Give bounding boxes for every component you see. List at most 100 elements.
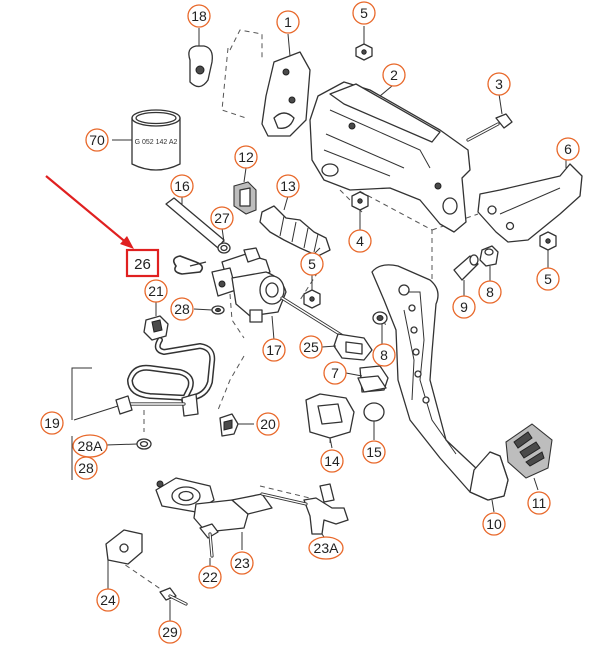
callout-circle <box>352 1 376 25</box>
callout-circle <box>382 63 406 87</box>
part-19-hydraulic-line <box>73 337 216 421</box>
callout-18: 18 <box>187 4 211 28</box>
callout-circle <box>158 620 182 644</box>
part-6-bracket <box>477 158 583 243</box>
callout-circle <box>230 551 254 575</box>
highlight-group: 26 <box>45 175 160 278</box>
callout-11: 11 <box>527 491 551 515</box>
callout-8: 8 <box>372 343 396 367</box>
part-22-bolt <box>199 523 219 566</box>
callout-22: 22 <box>198 565 222 589</box>
callout-text: 23 <box>234 555 250 571</box>
callout-20: 20 <box>256 412 280 436</box>
highlight-arrow <box>45 175 129 245</box>
callout-text: 25 <box>303 339 319 355</box>
callout-15: 15 <box>362 440 386 464</box>
part-4-nut <box>351 191 369 230</box>
callout-text: 29 <box>162 624 178 640</box>
callout-circle <box>256 412 280 436</box>
part-8-bushing-right <box>479 245 499 282</box>
callout-text: 22 <box>202 569 218 585</box>
callout-6: 6 <box>556 137 580 161</box>
callout-19: 19 <box>40 411 64 435</box>
callout-24: 24 <box>96 588 120 612</box>
part-28A-seal <box>105 438 152 450</box>
callout-10: 10 <box>482 512 506 536</box>
callout-text: 28A <box>78 438 104 454</box>
part-2-pedal-bracket <box>309 81 471 233</box>
callout-text: 12 <box>238 149 254 165</box>
callout-text: 28 <box>78 460 94 476</box>
callout-text: 70 <box>89 132 105 148</box>
callout-text: 28 <box>174 301 190 317</box>
callout-8: 8 <box>478 280 502 304</box>
callout-circle <box>536 267 560 291</box>
part-5-nut-mid <box>303 274 321 309</box>
callout-text: 7 <box>331 365 339 381</box>
callout-circle <box>276 174 300 198</box>
part-24-bracket-plate <box>105 529 143 590</box>
callout-text: 23A <box>314 540 340 556</box>
part-3-bolt <box>466 93 513 142</box>
callout-23A: 23A <box>308 536 344 560</box>
callout-circle <box>362 440 386 464</box>
callout-7: 7 <box>323 361 347 385</box>
part-13-boot <box>259 195 331 257</box>
callout-text: 5 <box>360 5 368 21</box>
part-7-switch <box>345 365 389 393</box>
part-70-sleeve: G 052 142 A2 <box>112 109 181 171</box>
part-11-pedal-pad <box>505 423 553 491</box>
part-5-nut-right <box>539 231 557 268</box>
callout-circle <box>74 456 98 480</box>
callout-text: 6 <box>564 141 572 157</box>
callout-circle <box>234 145 258 169</box>
callout-text: 16 <box>174 178 190 194</box>
callout-9: 9 <box>452 295 476 319</box>
sleeve-marking: G 052 142 A2 <box>135 139 178 146</box>
callout-circle <box>482 512 506 536</box>
part-26-spring-clip <box>172 255 207 275</box>
callout-14: 14 <box>320 449 344 473</box>
callout-circle <box>198 565 222 589</box>
callout-12: 12 <box>234 145 258 169</box>
callout-21: 21 <box>144 279 168 303</box>
callout-5: 5 <box>300 252 324 276</box>
callout-circle <box>262 338 286 362</box>
callout-text: 15 <box>366 444 382 460</box>
part-29-bolt <box>159 587 188 622</box>
callout-circle <box>320 449 344 473</box>
callout-5: 5 <box>536 267 560 291</box>
callout-5: 5 <box>352 1 376 25</box>
part-14-sensor-bracket <box>305 393 355 449</box>
callout-13: 13 <box>276 174 300 198</box>
callout-28: 28 <box>74 456 98 480</box>
callout-circle <box>85 128 109 152</box>
callout-circle <box>170 174 194 198</box>
part-10-pedal-arm <box>371 264 509 513</box>
part-18-buffer <box>188 28 213 88</box>
callout-text: 8 <box>380 347 388 363</box>
callout-1: 1 <box>276 10 300 34</box>
part-12-clip <box>233 167 257 215</box>
callout-circle <box>210 206 234 230</box>
callout-circle <box>372 343 396 367</box>
callout-text: 24 <box>100 592 116 608</box>
callout-text: 27 <box>214 210 230 226</box>
callout-circle <box>452 295 476 319</box>
callout-circle <box>487 72 511 96</box>
callout-text: 13 <box>280 178 296 194</box>
callout-circle <box>308 536 344 560</box>
callout-text: 18 <box>191 8 207 24</box>
callout-text: 10 <box>486 516 502 532</box>
callout-text: 2 <box>390 67 398 83</box>
part-1-mounting-plate <box>261 33 311 137</box>
part-17-master-cylinder <box>211 247 348 341</box>
callout-circle <box>527 491 551 515</box>
part-25-clevis <box>321 333 373 361</box>
callout-70: 70 <box>85 128 109 152</box>
highlight-arrow-head <box>120 236 134 249</box>
callout-23: 23 <box>230 551 254 575</box>
callout-text: 5 <box>544 271 552 287</box>
